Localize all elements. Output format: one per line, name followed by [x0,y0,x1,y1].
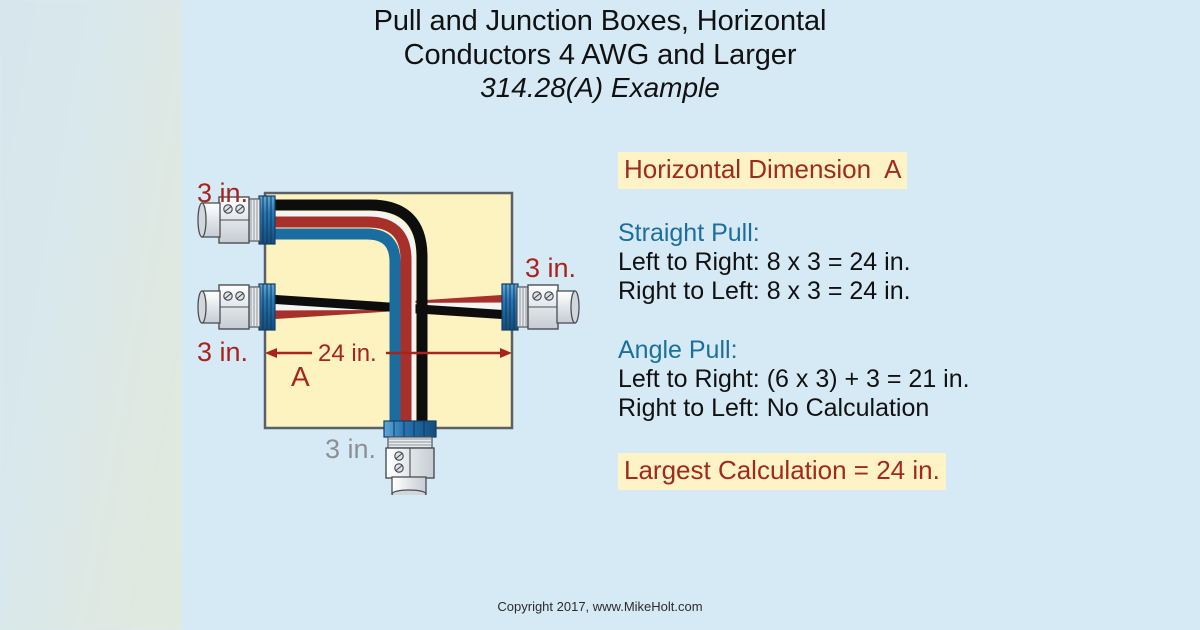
angle-pull-left-to-right: Left to Right: (6 x 3) + 3 = 21 in. [618,365,970,393]
junction-box-diagram: 3 in. 3 in. 3 in. 3 in. 24 in. A [180,165,600,495]
title-subtitle-code-reference: 314.28(A) Example [480,72,720,104]
section-label-straight-pull: Straight Pull: [618,219,760,247]
result-largest-calculation: Largest Calculation = 24 in. [618,453,946,490]
title-line-2: Conductors 4 AWG and Larger [403,38,797,71]
conduit-connector-right [501,283,580,331]
conduit-connector-mid-left [197,283,276,331]
spacer-2 [618,306,1118,336]
panel-heading-horizontal-dimension: Horizontal Dimension A [618,152,908,189]
dimension-arrow-horizontal [265,348,512,358]
page-title: Pull and Junction Boxes, Horizontal Cond… [0,5,1200,105]
section-label-angle-pull: Angle Pull: [618,336,738,364]
spacer-1 [618,189,1118,219]
angle-pull-vertical-overlay [389,285,428,428]
title-line-1: Pull and Junction Boxes, Horizontal [373,5,827,37]
conduit-connector-bottom [383,420,437,495]
background-left-strip [0,0,182,630]
label-3in-mid-left: 3 in. [197,337,248,367]
conductor-group [267,199,511,428]
angle-pull-right-to-left: Right to Left: No Calculation [618,394,930,422]
label-dimension-24in: 24 in. [318,340,377,367]
straight-pull-conductors [267,294,511,320]
calculation-panel: Horizontal Dimension A Straight Pull: Le… [618,152,1118,490]
angle-pull-conductors [268,199,428,428]
straight-pull-left-to-right: Left to Right: 8 x 3 = 24 in. [618,248,911,276]
straight-pull-right-to-left: Right to Left: 8 x 3 = 24 in. [618,277,911,305]
label-3in-bottom: 3 in. [325,434,376,464]
copyright-footer: Copyright 2017, www.MikeHolt.com [497,599,703,614]
label-3in-right: 3 in. [525,253,576,283]
label-3in-top-left: 3 in. [197,178,248,208]
label-dimension-a: A [291,361,310,392]
conduit-connector-top-left [197,195,276,245]
spacer-3 [618,423,1118,453]
